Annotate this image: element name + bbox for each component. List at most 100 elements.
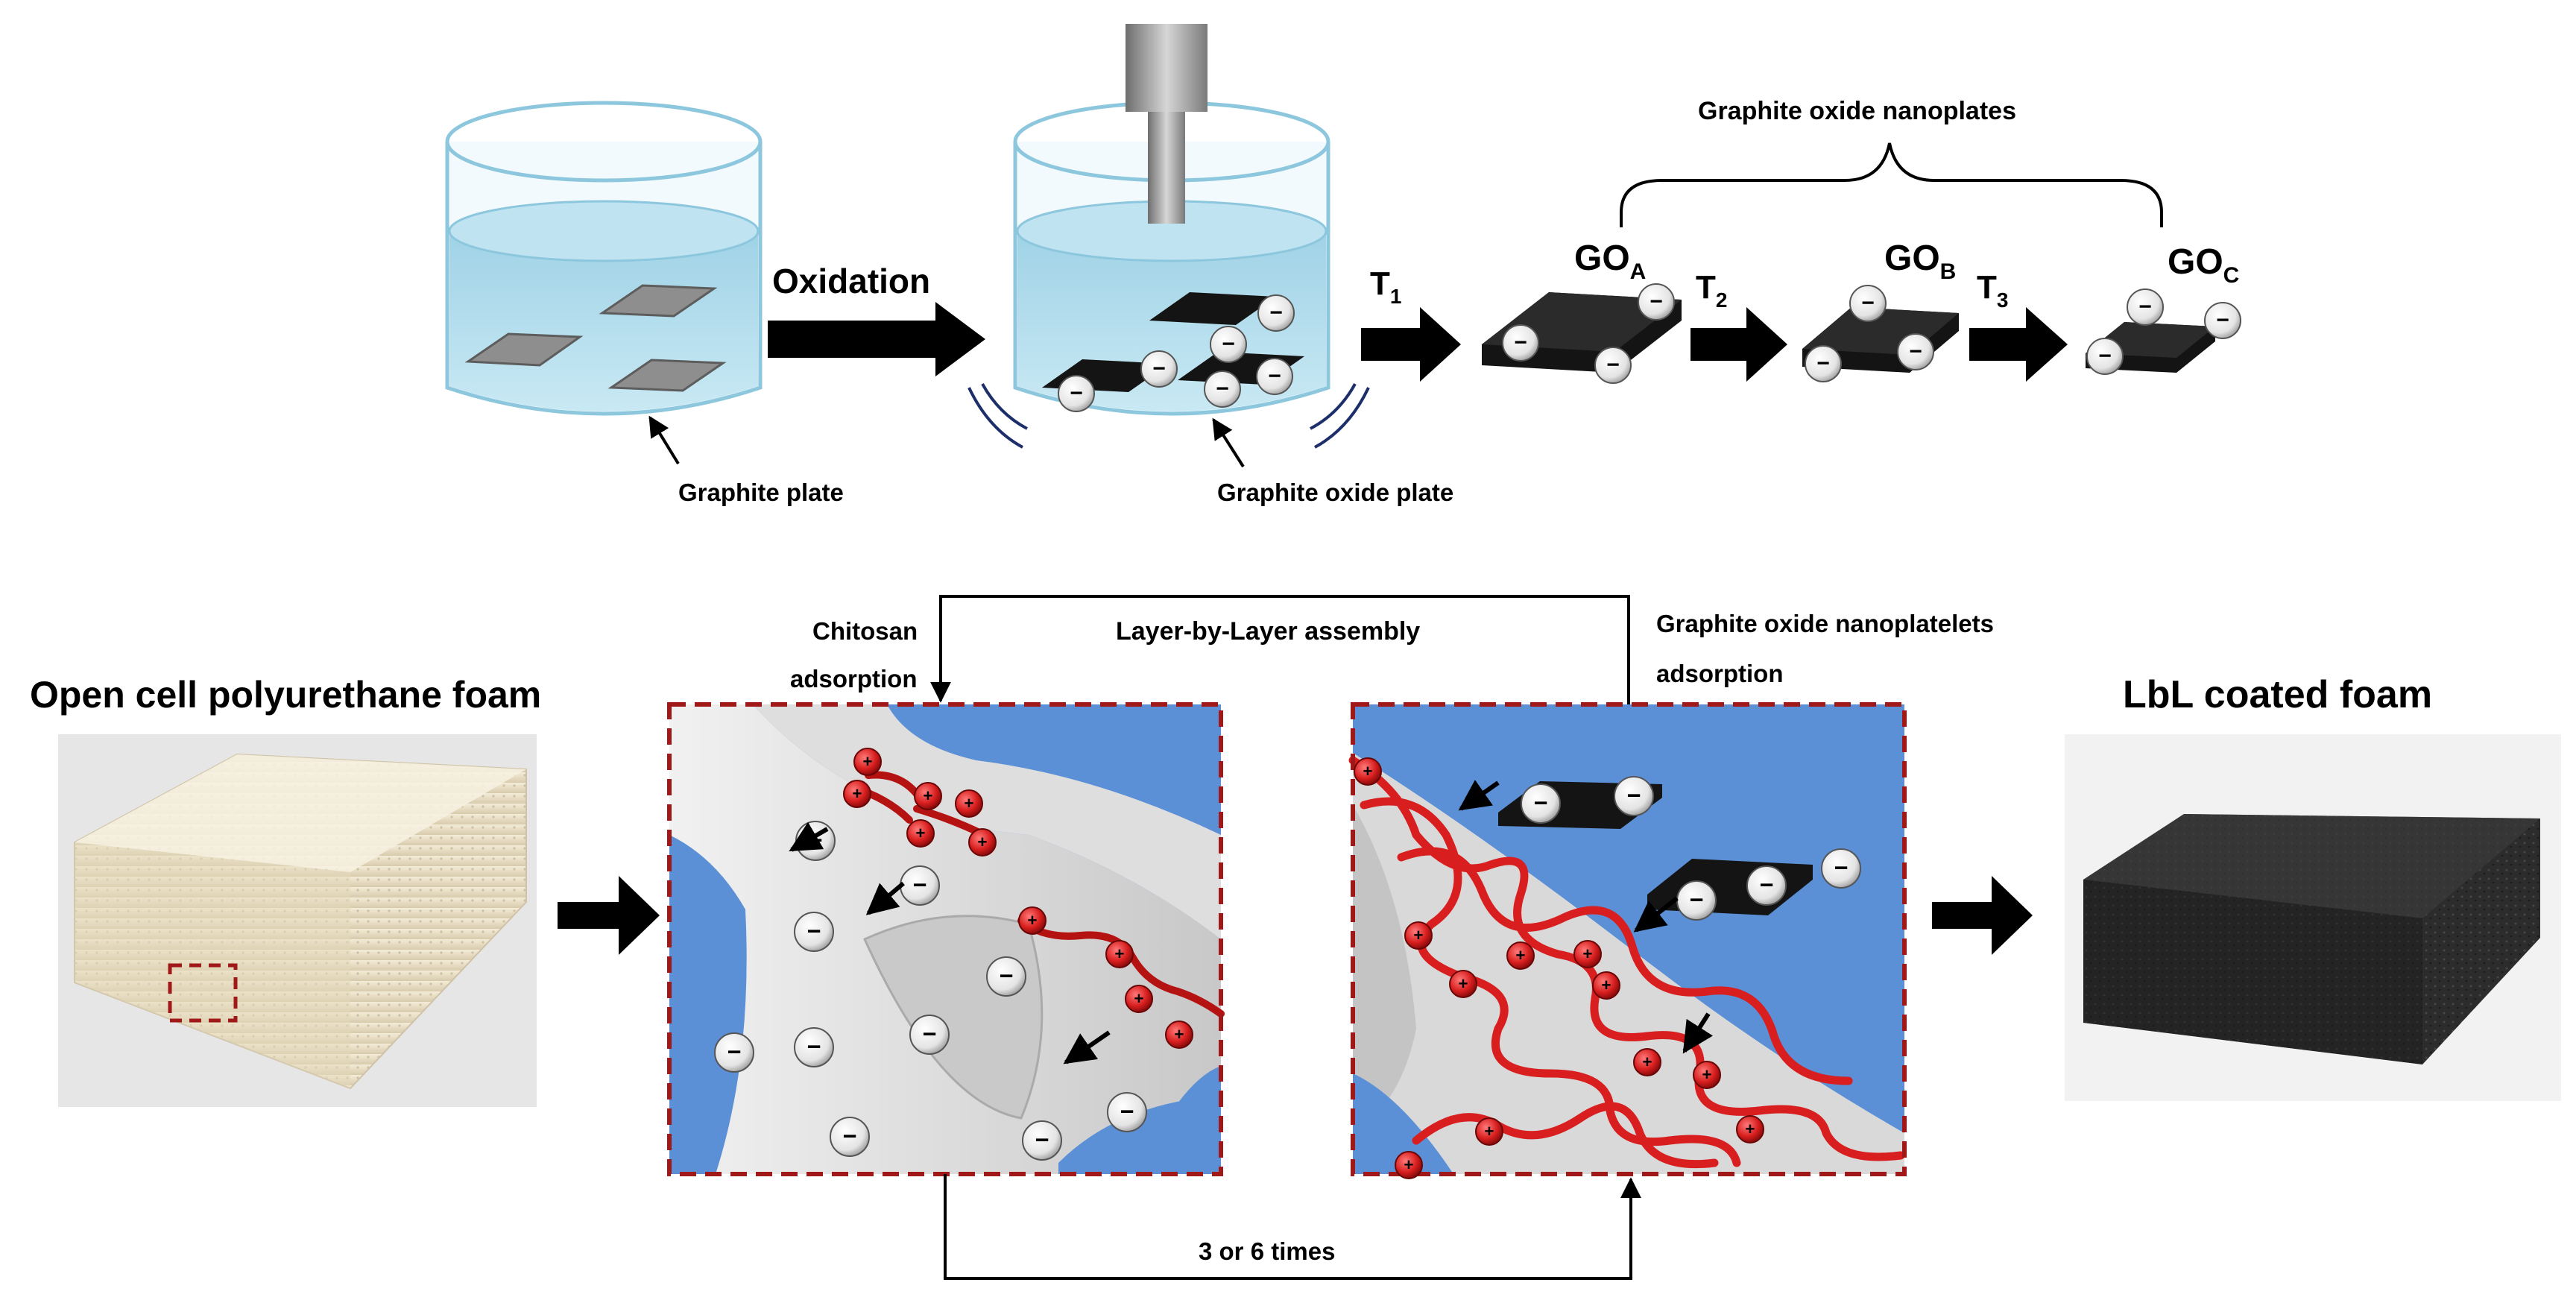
go-a-label: GOA [1574, 239, 1646, 284]
svg-text:+: + [923, 786, 932, 805]
negative-charge-icon: − [1594, 347, 1632, 384]
go-adsorption-label-1: Graphite oxide nanoplatelets [1656, 610, 1994, 637]
negative-charge-icon: − [1521, 783, 1561, 824]
negative-charge-icon: − [2204, 302, 2241, 339]
negative-charge-icon: − [2086, 338, 2124, 375]
t2-arrow [1690, 307, 1787, 382]
negative-charge-icon: − [1849, 285, 1887, 322]
svg-text:−: − [1834, 854, 1849, 881]
negative-charge-icon: − [1107, 1092, 1147, 1132]
svg-text:−: − [2098, 344, 2112, 368]
negative-charge-icon: − [1638, 283, 1675, 321]
positive-charge-icon: + [1018, 906, 1046, 935]
negative-charge-icon: − [1210, 326, 1247, 363]
positive-charge-icon: + [1354, 757, 1382, 786]
graphite-plate-label: Graphite plate [678, 479, 844, 506]
svg-text:−: − [1606, 353, 1620, 377]
svg-text:+: + [1363, 762, 1372, 780]
negative-charge-icon: − [1022, 1120, 1062, 1161]
svg-text:+: + [1114, 944, 1124, 963]
chitosan-label-2: adsorption [790, 665, 918, 693]
cycles-label: 3 or 6 times [1199, 1237, 1335, 1265]
svg-text:−: − [1690, 886, 1704, 913]
positive-charge-icon: + [843, 780, 871, 808]
svg-text:−: − [1216, 376, 1229, 401]
svg-text:−: − [1650, 289, 1663, 314]
oxidation-label: Oxidation [772, 262, 930, 300]
negative-charge-icon: − [795, 821, 836, 861]
svg-text:+: + [1027, 911, 1037, 930]
svg-text:+: + [1515, 946, 1525, 965]
foam-title: Open cell polyurethane foam [30, 674, 541, 716]
t2-label: T2 [1696, 269, 1727, 312]
t3-arrow [1969, 307, 2068, 382]
nanoplate-charges: −−−−−−−−− [1502, 283, 2241, 384]
svg-text:−: − [1760, 871, 1774, 898]
svg-text:+: + [1484, 1122, 1494, 1141]
svg-text:−: − [1152, 356, 1166, 381]
negative-charge-icon: − [909, 1015, 950, 1055]
positive-charge-icon: + [1475, 1117, 1503, 1146]
go-b-label: GOB [1884, 239, 1956, 284]
svg-text:+: + [915, 824, 925, 842]
positive-charge-icon: + [955, 789, 983, 818]
positive-charge-icon: + [1592, 971, 1620, 1000]
oxidation-arrow [768, 302, 985, 376]
negative-charge-icon: − [1821, 848, 1861, 889]
positive-charge-icon: + [1404, 921, 1433, 950]
svg-text:−: − [1222, 332, 1235, 356]
negative-charge-icon: − [1614, 776, 1654, 816]
coated-foam-image [2065, 734, 2561, 1101]
svg-text:+: + [1702, 1065, 1711, 1084]
svg-text:−: − [807, 918, 821, 944]
svg-text:−: − [1120, 1098, 1134, 1125]
negative-charge-icon: − [1897, 333, 1934, 370]
svg-text:+: + [862, 752, 872, 771]
svg-text:−: − [2216, 308, 2229, 332]
oxide-plate-pointer [1212, 417, 1245, 468]
svg-text:+: + [1134, 989, 1143, 1008]
svg-text:+: + [1174, 1025, 1184, 1044]
negative-charge-icon: − [2127, 288, 2164, 326]
negative-charge-icon: − [794, 912, 834, 952]
graphite-plate-pointer [648, 415, 680, 465]
negative-charge-icon: − [1140, 350, 1178, 388]
svg-text:−: − [1070, 381, 1083, 406]
panel2-charges: −−−−−+++++++++++ [1354, 757, 1861, 1179]
positive-charge-icon: + [914, 782, 942, 810]
graphite-oxide-plate-label: Graphite oxide plate [1217, 479, 1453, 506]
positive-charge-icon: + [1736, 1115, 1764, 1143]
beaker-sonication [967, 24, 1370, 449]
beaker-graphite [445, 101, 763, 416]
svg-text:−: − [2138, 294, 2152, 319]
positive-charge-icon: + [1105, 940, 1134, 968]
go-adsorption-panel [1348, 702, 1907, 1176]
svg-text:−: − [923, 1020, 937, 1047]
go-c-label: GOC [2168, 242, 2239, 288]
positive-charge-icon: + [1395, 1151, 1423, 1179]
svg-text:−: − [913, 871, 927, 898]
negative-charge-icon: − [1204, 370, 1241, 408]
lbl-loop-top [930, 595, 1630, 704]
positive-charge-icon: + [1506, 941, 1535, 970]
svg-text:−: − [727, 1038, 742, 1065]
negative-charge-icon: − [1502, 324, 1539, 362]
nanoplates-brace [1620, 142, 2163, 227]
negative-charge-icon: − [1256, 358, 1293, 395]
svg-text:+: + [1413, 926, 1423, 944]
svg-text:−: − [1269, 300, 1283, 325]
svg-text:−: − [1268, 364, 1281, 388]
positive-charge-icon: + [1125, 985, 1153, 1013]
svg-text:−: − [1514, 330, 1527, 355]
zoom-region-marker [168, 963, 238, 1023]
sonicator-probe-tip [1148, 112, 1185, 224]
t1-arrow [1361, 307, 1461, 382]
sonicator-probe-head [1126, 24, 1208, 112]
svg-text:+: + [1582, 944, 1592, 963]
positive-charge-icon: + [1449, 970, 1477, 998]
svg-text:+: + [1601, 976, 1611, 994]
positive-charge-icon: + [906, 819, 935, 848]
positive-charge-icon: + [853, 748, 882, 776]
oxide-plate-charges: − − − − − − [1058, 294, 1295, 412]
